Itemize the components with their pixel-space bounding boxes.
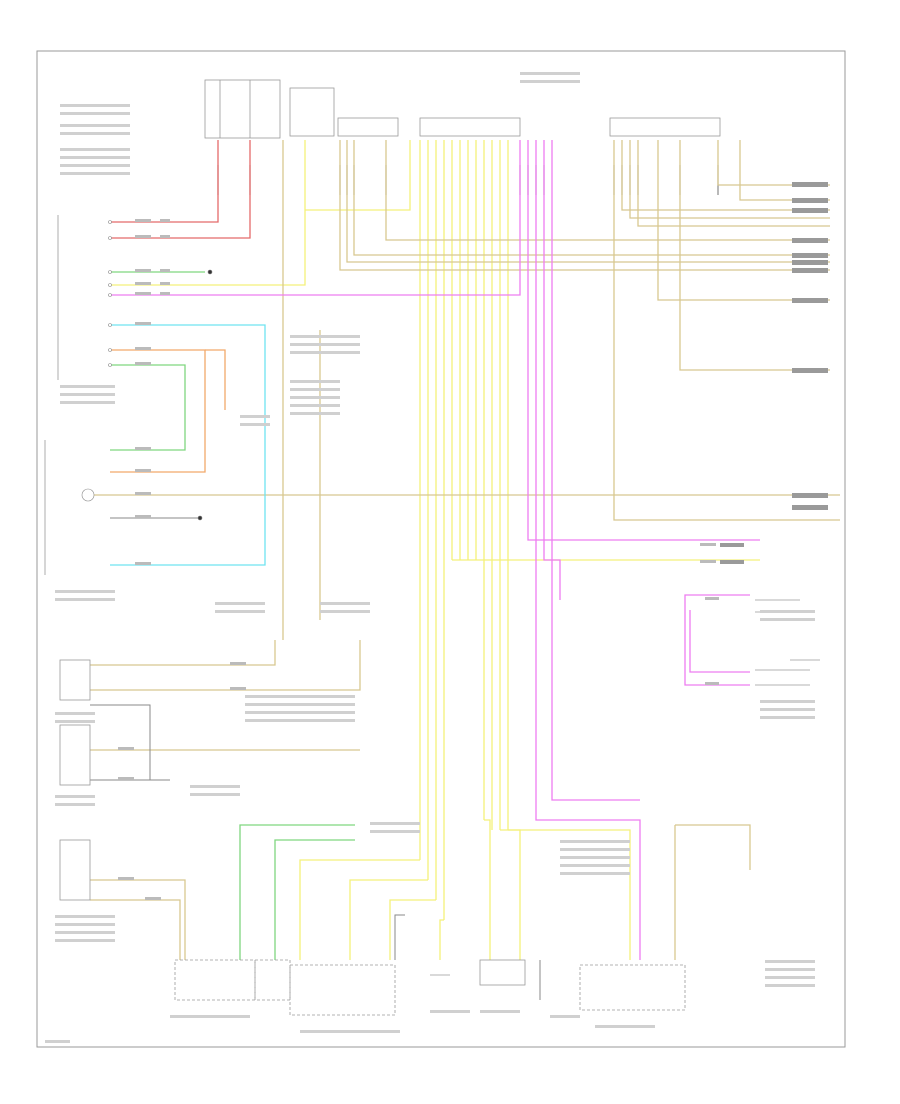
bottom-modules <box>174 959 686 1016</box>
ground-wires <box>90 517 541 1000</box>
orange-wires <box>110 349 226 473</box>
cyan-wires <box>110 324 266 566</box>
magenta-wires <box>110 140 760 960</box>
red-wires <box>110 140 251 239</box>
connector-block-center <box>289 87 721 137</box>
diagram-border <box>36 50 846 1048</box>
yellow-wires <box>110 140 760 960</box>
connector-dots-left <box>81 220 213 521</box>
tan-wires <box>90 140 840 960</box>
fine-print-blocks <box>45 72 815 1043</box>
body-control-module <box>44 215 91 901</box>
fuse-block-left <box>204 79 281 139</box>
wire-label-ticks <box>118 219 719 900</box>
green-wires <box>110 271 355 960</box>
right-terminals <box>720 182 828 564</box>
